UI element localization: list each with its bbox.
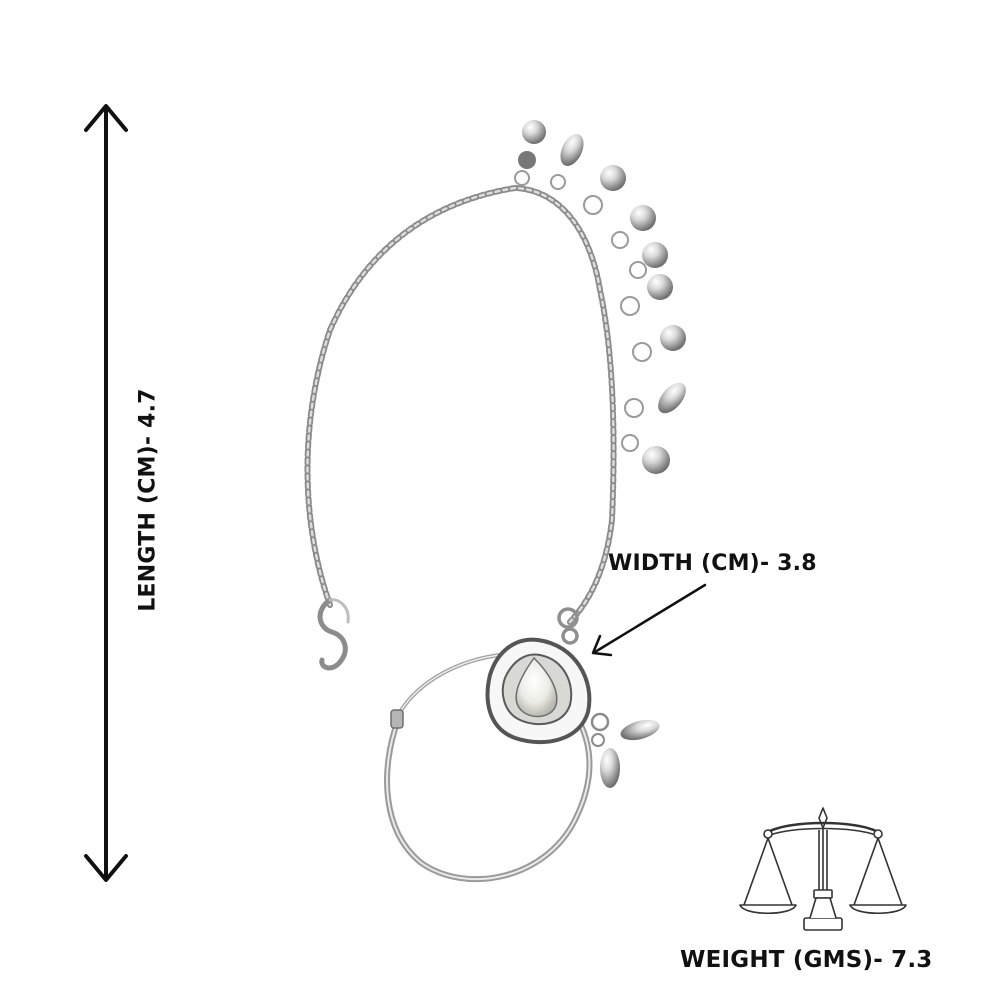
length-arrow-icon (84, 104, 128, 882)
balance-scale-icon (739, 807, 907, 931)
pendant (485, 637, 592, 745)
width-label: WIDTH (CM)- 3.8 (608, 551, 817, 576)
hanging-beads (514, 120, 686, 474)
hoop-ring (384, 653, 593, 883)
width-arrow-icon (591, 583, 707, 657)
stone (515, 656, 558, 718)
weight-label: WEIGHT (GMS)- 7.3 (680, 947, 933, 973)
chain (304, 184, 617, 625)
jump-ring (557, 607, 579, 645)
hook-clasp (317, 597, 350, 671)
pendant-drops (590, 712, 660, 788)
length-label: LENGTH (CM)- 4.7 (135, 388, 161, 612)
